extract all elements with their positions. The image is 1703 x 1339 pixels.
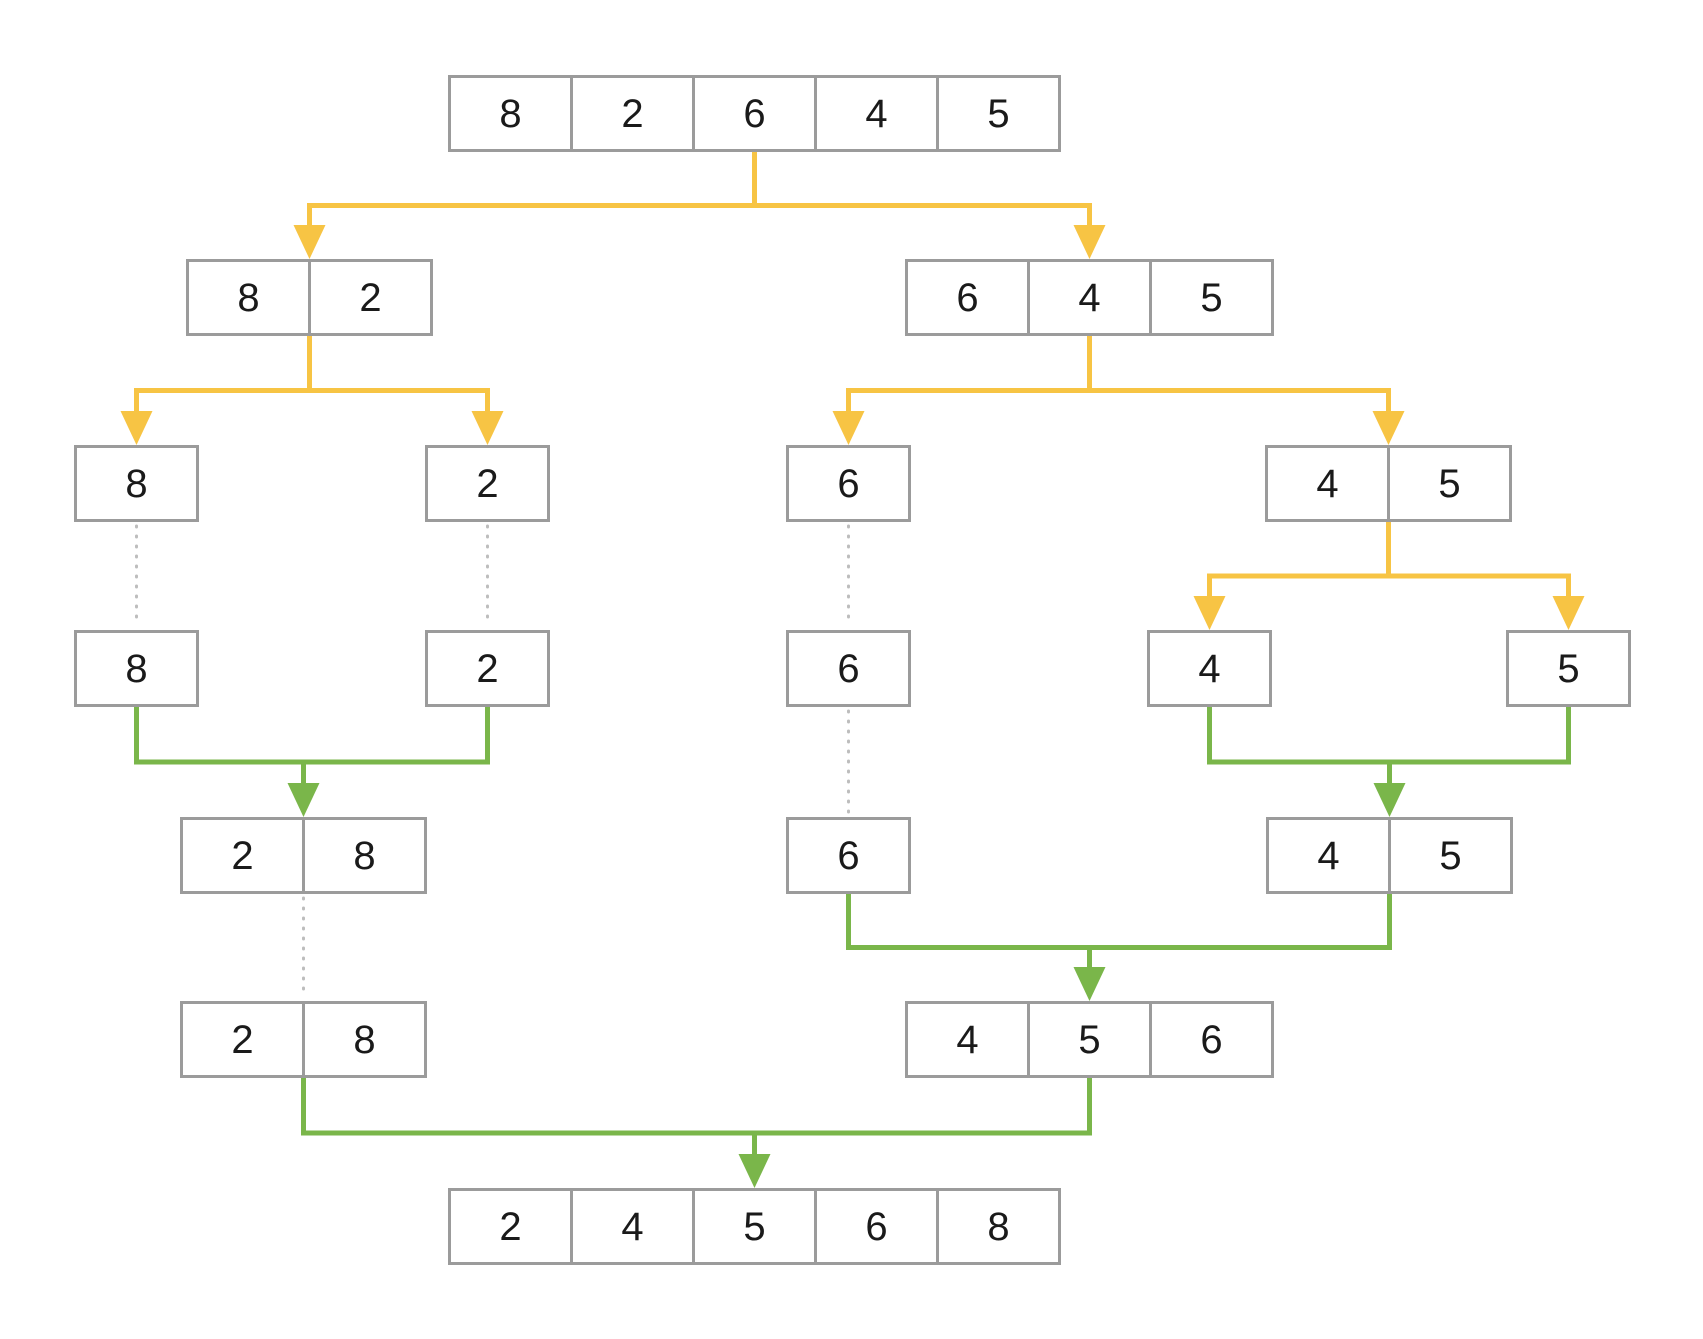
array-cell: 8 <box>74 445 199 522</box>
array-cell: 2 <box>180 1001 305 1078</box>
array-cell: 5 <box>1506 630 1631 707</box>
array-cell: 2 <box>570 75 695 152</box>
array-cell: 5 <box>1149 259 1274 336</box>
array-box-single: 5 <box>1506 630 1631 707</box>
array-cell: 8 <box>448 75 573 152</box>
array-cell: 4 <box>905 1001 1030 1078</box>
array-cell: 2 <box>180 817 305 894</box>
split-connector <box>832 336 1405 445</box>
array-box-merged: 4 5 6 <box>905 1001 1274 1078</box>
array-cell: 6 <box>692 75 817 152</box>
array-cell: 2 <box>308 259 433 336</box>
array-cell: 2 <box>425 445 550 522</box>
array-box-single: 6 <box>786 445 911 522</box>
array-box-single: 2 <box>425 630 550 707</box>
array-cell: 8 <box>302 1001 427 1078</box>
array-cell: 4 <box>1265 445 1390 522</box>
merge-connector <box>301 1078 1092 1188</box>
array-box-merged: 2 8 <box>180 817 427 894</box>
merge-connector <box>134 707 490 817</box>
split-connector <box>293 152 1106 259</box>
array-cell: 4 <box>1147 630 1272 707</box>
array-cell: 8 <box>936 1188 1061 1265</box>
array-cell: 5 <box>936 75 1061 152</box>
array-cell: 5 <box>692 1188 817 1265</box>
array-cell: 6 <box>786 630 911 707</box>
array-cell: 6 <box>786 445 911 522</box>
array-cell: 8 <box>74 630 199 707</box>
array-cell: 5 <box>1388 817 1513 894</box>
merge-connector <box>846 894 1392 1001</box>
array-box-single: 2 <box>425 445 550 522</box>
array-cell: 6 <box>1149 1001 1274 1078</box>
array-cell: 4 <box>1266 817 1391 894</box>
array-cell: 6 <box>905 259 1030 336</box>
array-box-merged: 2 8 <box>180 1001 427 1078</box>
array-cell: 6 <box>786 817 911 894</box>
array-cell: 2 <box>425 630 550 707</box>
array-box-split-right: 6 4 5 <box>905 259 1274 336</box>
array-box-single: 6 <box>786 817 911 894</box>
split-connector <box>1193 522 1585 630</box>
array-box-split-left: 8 2 <box>186 259 433 336</box>
array-box-initial: 8 2 6 4 5 <box>448 75 1061 152</box>
array-box-merged: 4 5 <box>1266 817 1513 894</box>
array-cell: 4 <box>1027 259 1152 336</box>
array-cell: 4 <box>570 1188 695 1265</box>
array-cell: 8 <box>186 259 311 336</box>
array-box-single: 8 <box>74 445 199 522</box>
array-cell: 5 <box>1387 445 1512 522</box>
array-box-sorted: 2 4 5 6 8 <box>448 1188 1061 1265</box>
array-cell: 6 <box>814 1188 939 1265</box>
array-box-single: 4 <box>1147 630 1272 707</box>
array-box-pair: 4 5 <box>1265 445 1512 522</box>
array-cell: 4 <box>814 75 939 152</box>
array-box-single: 6 <box>786 630 911 707</box>
array-cell: 5 <box>1027 1001 1152 1078</box>
array-cell: 8 <box>302 817 427 894</box>
merge-connector <box>1207 707 1571 817</box>
array-box-single: 8 <box>74 630 199 707</box>
split-connector <box>120 336 504 445</box>
array-cell: 2 <box>448 1188 573 1265</box>
